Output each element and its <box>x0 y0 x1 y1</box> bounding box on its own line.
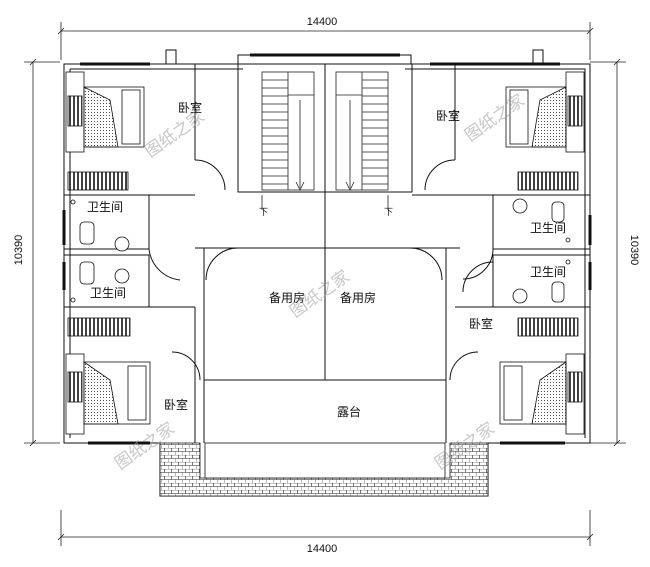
dimension-bottom: 14400 <box>307 543 338 555</box>
watermarks: 图纸之家 图纸之家 图纸之家 图纸之家 图纸之家 <box>111 91 528 474</box>
room-label-bathroom-right-2: 卫生间 <box>530 265 566 279</box>
room-label-terrace: 露台 <box>337 404 361 419</box>
bed-top-right <box>505 71 585 153</box>
room-label-bathroom-left-2: 卫生间 <box>90 286 126 300</box>
bed-bottom-left <box>65 353 151 435</box>
room-label-bedroom-top-right: 卧室 <box>436 108 460 123</box>
dimension-right: 10390 <box>628 235 640 266</box>
room-label-bedroom-bottom-left: 卧室 <box>164 397 188 412</box>
interior-walls <box>63 63 591 443</box>
room-label-bathroom-right-1: 卫生间 <box>530 221 566 235</box>
wardrobes <box>67 171 579 337</box>
staircase-left <box>261 71 315 210</box>
room-label-bedroom-top-left: 卧室 <box>178 100 202 115</box>
stair-down-label-left: 下 <box>259 208 268 218</box>
room-labels: 卧室 卧室 卫生间 卫生间 卫生间 卫生间 备用房 备用房 卧室 卧室 露台 <box>87 100 566 419</box>
terrace-roof-tiles <box>159 442 489 497</box>
stair-down-label-right: 下 <box>384 208 393 218</box>
dimension-top: 14400 <box>307 16 338 28</box>
room-label-bedroom-mid-right: 卧室 <box>469 316 493 331</box>
room-label-spare-room-left: 备用房 <box>269 290 305 305</box>
room-label-spare-room-right: 备用房 <box>340 290 376 305</box>
room-label-bathroom-left-1: 卫生间 <box>87 200 123 214</box>
dimension-left: 10390 <box>13 235 25 266</box>
staircase-right <box>335 71 389 210</box>
bed-top-left <box>65 71 145 153</box>
watermark: 图纸之家 <box>141 107 208 162</box>
bathroom-fixtures <box>70 198 571 304</box>
bed-bottom-right <box>499 353 585 435</box>
dimension-lines <box>24 22 626 546</box>
